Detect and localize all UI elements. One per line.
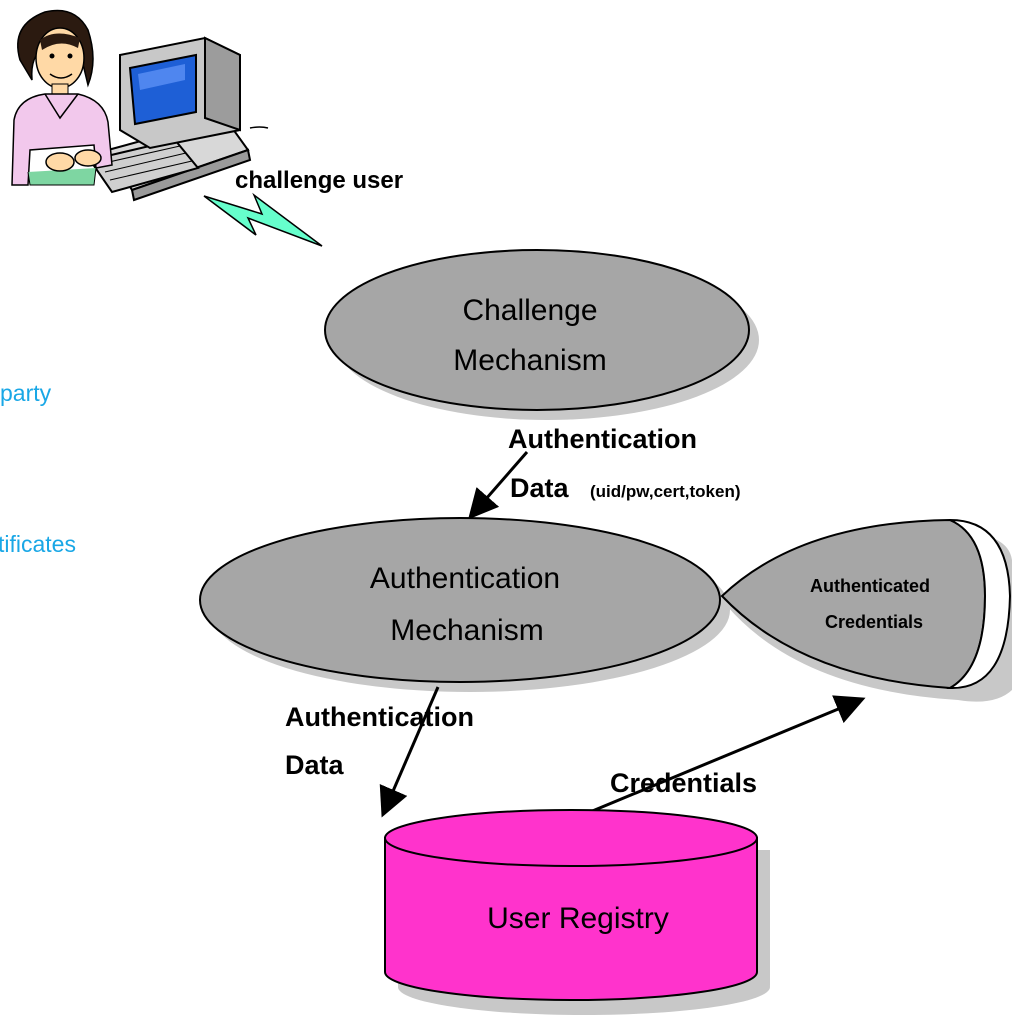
user-at-computer-icon xyxy=(11,9,269,202)
arrow-challenge-to-auth xyxy=(468,451,529,520)
auth-data-bottom-line1: Authentication xyxy=(285,702,474,732)
auth-data-bottom-line2: Data xyxy=(285,750,345,780)
side-text-tificates: tificates xyxy=(0,531,76,557)
authentication-mechanism-node: Authentication Mechanism xyxy=(199,517,730,692)
auth-data-top-line2: Data xyxy=(510,473,570,503)
arrow-auth-to-registry xyxy=(379,686,440,818)
auth-data-top-line1: Authentication xyxy=(508,424,697,454)
auth-node-line1: Authentication xyxy=(370,562,560,595)
credentials-node-line1: Authenticated xyxy=(810,576,930,596)
user-registry-node: User Registry xyxy=(384,809,770,1015)
challenge-node-line1: Challenge xyxy=(462,294,597,327)
auth-node-line2: Mechanism xyxy=(390,614,543,647)
side-text-party: party xyxy=(0,380,52,406)
credentials-edge-label: Credentials xyxy=(610,768,757,798)
registry-node-label: User Registry xyxy=(487,902,669,935)
credentials-node-line2: Credentials xyxy=(825,612,923,632)
auth-data-top-detail: (uid/pw,cert,token) xyxy=(590,482,741,501)
authenticated-credentials-node: Authenticated Credentials xyxy=(720,518,1012,702)
challenge-mechanism-node: Challenge Mechanism xyxy=(324,249,759,420)
lightning-bolt-icon xyxy=(203,192,323,247)
challenge-user-label: challenge user xyxy=(235,167,403,194)
challenge-node-line2: Mechanism xyxy=(453,344,606,377)
arrow-registry-to-credentials xyxy=(589,695,866,814)
